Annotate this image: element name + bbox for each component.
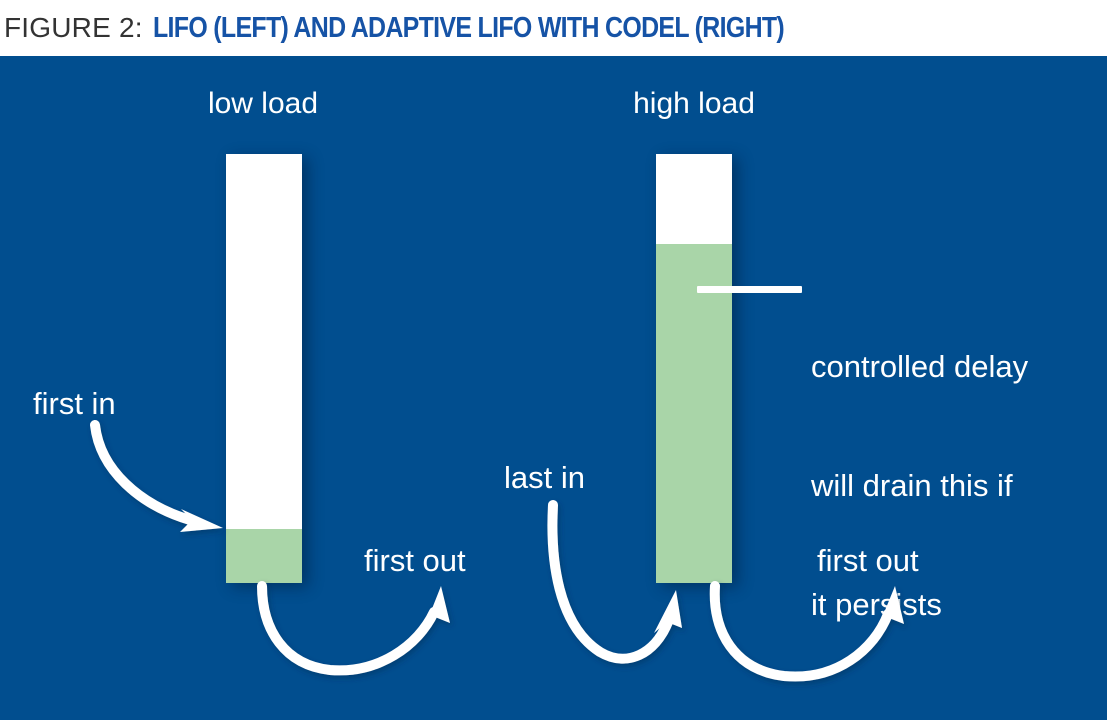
last-in-label-right: last in — [504, 460, 585, 495]
first-out-label-right: first out — [817, 543, 919, 578]
figure-title-bar: FIGURE 2: LIFO (LEFT) AND ADAPTIVE LIFO … — [0, 0, 1107, 56]
low-load-queue-bar — [226, 154, 302, 583]
figure-number-label: FIGURE 2: — [4, 12, 143, 43]
callout-line-3: it persists — [811, 587, 942, 623]
queue-filled-segment — [226, 529, 302, 583]
first-in-label-left: first in — [33, 386, 116, 421]
page-title: LIFO (LEFT) AND ADAPTIVE LIFO WITH CODEL… — [152, 11, 785, 44]
high-load-heading: high load — [633, 87, 755, 120]
callout-line-2: will drain this if — [811, 468, 1013, 504]
first-out-label-left: first out — [364, 543, 466, 578]
high-load-queue-bar — [656, 154, 732, 583]
queue-empty-segment — [656, 154, 732, 245]
low-load-heading: low load — [207, 87, 319, 120]
controlled-delay-callout: controlled delay will drain this if it p… — [811, 268, 1028, 704]
queue-filled-segment — [656, 244, 732, 583]
queue-empty-segment — [226, 154, 302, 530]
callout-line-1: controlled delay — [811, 349, 1029, 385]
callout-leader-line — [697, 286, 802, 293]
